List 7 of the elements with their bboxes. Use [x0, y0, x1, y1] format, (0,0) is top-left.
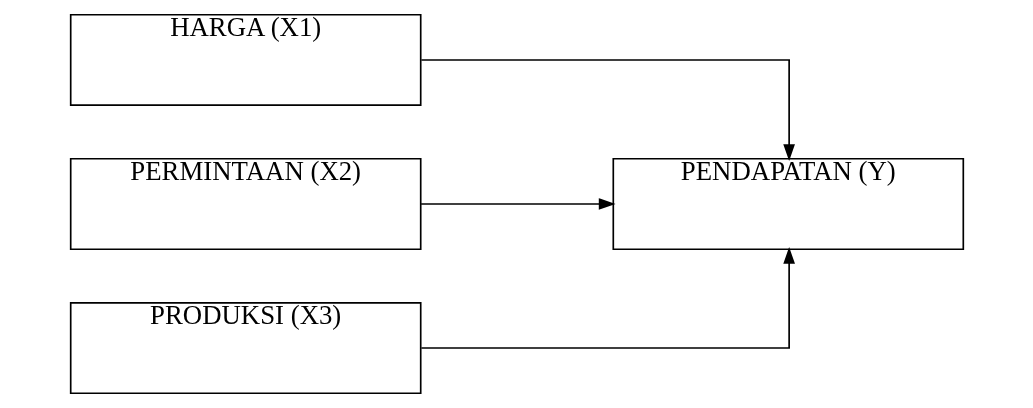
arrow — [419, 198, 616, 210]
node-box: PRODUKSI (X3) — [69, 301, 422, 395]
arrow — [420, 247, 795, 349]
arrow — [420, 59, 795, 161]
node-box: HARGA (X1) — [69, 13, 422, 107]
node-box: PERMINTAAN (X2) — [69, 157, 422, 251]
node-box: PENDAPATAN (Y) — [611, 157, 964, 251]
